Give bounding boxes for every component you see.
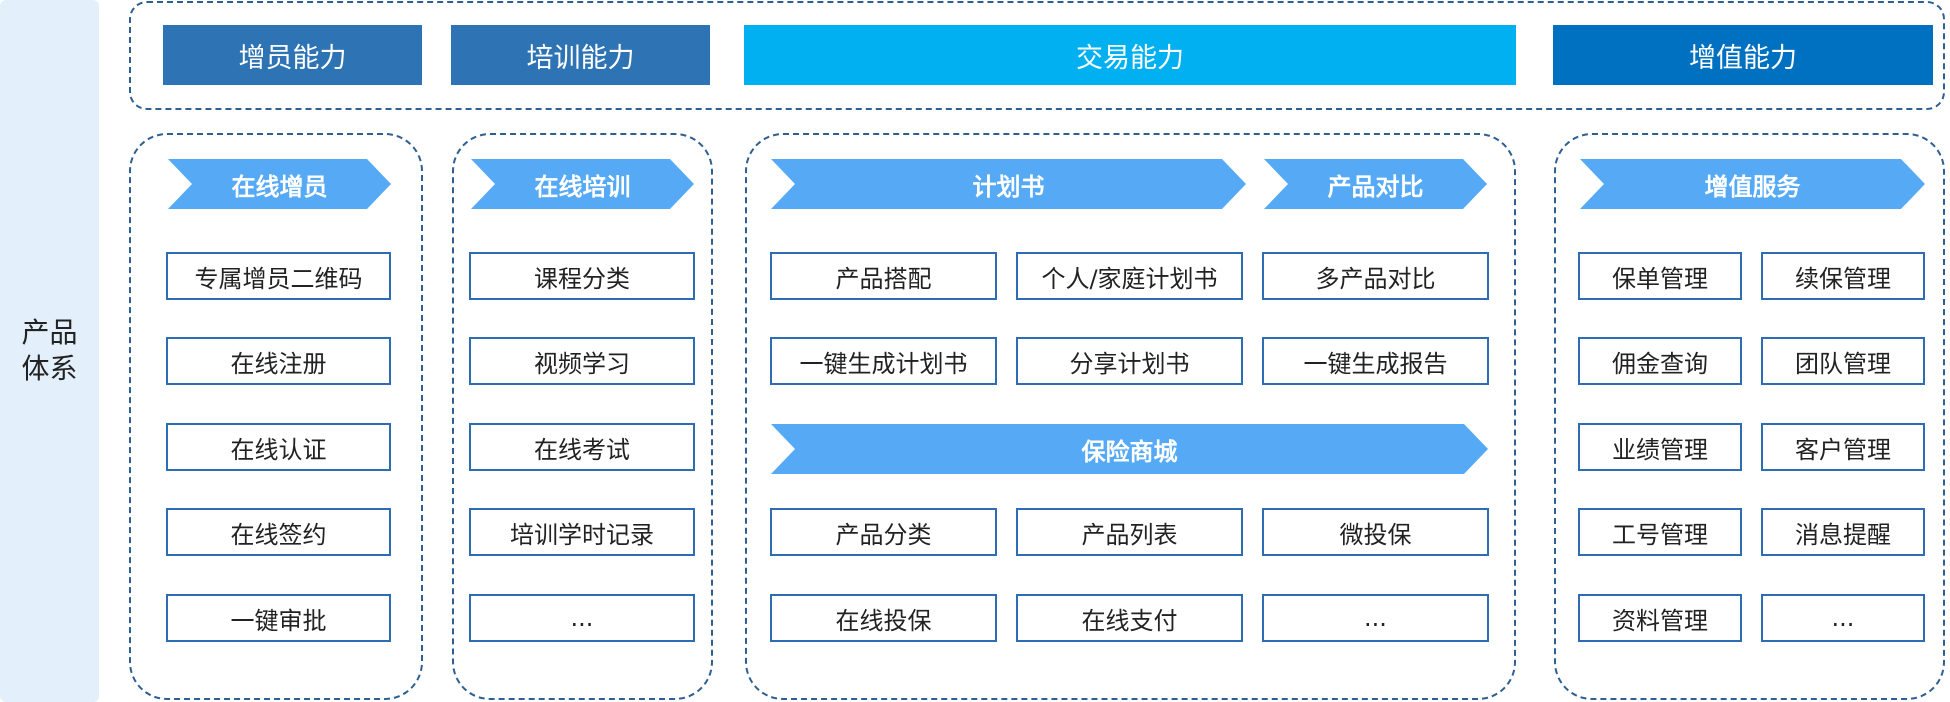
panel-zengzhi (1554, 133, 1945, 700)
header-frame (129, 1, 1945, 110)
item-mall-0: 产品分类 (770, 508, 997, 556)
item-peixun-2: 在线考试 (469, 423, 695, 471)
item-compare-1: 一键生成报告 (1262, 337, 1489, 385)
header-zengyuan: 增员能力 (163, 25, 422, 85)
item-plan-3: 分享计划书 (1016, 337, 1243, 385)
item-zengzhi-5: 客户管理 (1761, 423, 1925, 471)
item-plan-0: 产品搭配 (770, 252, 997, 300)
item-peixun-3: 培训学时记录 (469, 508, 695, 556)
item-zengzhi-8: 资料管理 (1578, 594, 1742, 642)
item-zengzhi-0: 保单管理 (1578, 252, 1742, 300)
item-mall-2: 微投保 (1262, 508, 1489, 556)
side-label: 产品 体系 (21, 316, 78, 385)
header-jiaoyi: 交易能力 (744, 25, 1516, 85)
item-zengyuan-1: 在线注册 (166, 337, 391, 385)
item-zengzhi-3: 团队管理 (1761, 337, 1925, 385)
header-zengzhi: 增值能力 (1553, 25, 1933, 85)
item-peixun-4: ... (469, 594, 695, 642)
chevron-zengyuan: 在线增员 (168, 159, 391, 209)
item-peixun-0: 课程分类 (469, 252, 695, 300)
item-zengzhi-2: 佣金查询 (1578, 337, 1742, 385)
chevron-mall: 保险商城 (771, 424, 1488, 474)
item-zengyuan-3: 在线签约 (166, 508, 391, 556)
item-zengzhi-9: ... (1761, 594, 1925, 642)
item-zengyuan-4: 一键审批 (166, 594, 391, 642)
item-peixun-1: 视频学习 (469, 337, 695, 385)
item-zengzhi-4: 业绩管理 (1578, 423, 1742, 471)
item-zengzhi-1: 续保管理 (1761, 252, 1925, 300)
item-compare-0: 多产品对比 (1262, 252, 1489, 300)
chevron-zengzhi: 增值服务 (1580, 159, 1925, 209)
item-plan-2: 一键生成计划书 (770, 337, 997, 385)
item-zengyuan-0: 专属增员二维码 (166, 252, 391, 300)
item-zengyuan-2: 在线认证 (166, 423, 391, 471)
panel-peixun (452, 133, 713, 700)
side-label-panel: 产品 体系 (0, 0, 99, 702)
item-mall-3: 在线投保 (770, 594, 997, 642)
panel-zengyuan (129, 133, 423, 700)
chevron-compare: 产品对比 (1264, 159, 1487, 209)
item-zengzhi-6: 工号管理 (1578, 508, 1742, 556)
panel-jiaoyi (745, 133, 1516, 700)
chevron-plan: 计划书 (771, 159, 1246, 209)
item-zengzhi-7: 消息提醒 (1761, 508, 1925, 556)
chevron-peixun: 在线培训 (471, 159, 694, 209)
item-mall-1: 产品列表 (1016, 508, 1243, 556)
header-peixun: 培训能力 (451, 25, 710, 85)
item-mall-5: ... (1262, 594, 1489, 642)
item-mall-4: 在线支付 (1016, 594, 1243, 642)
item-plan-1: 个人/家庭计划书 (1016, 252, 1243, 300)
